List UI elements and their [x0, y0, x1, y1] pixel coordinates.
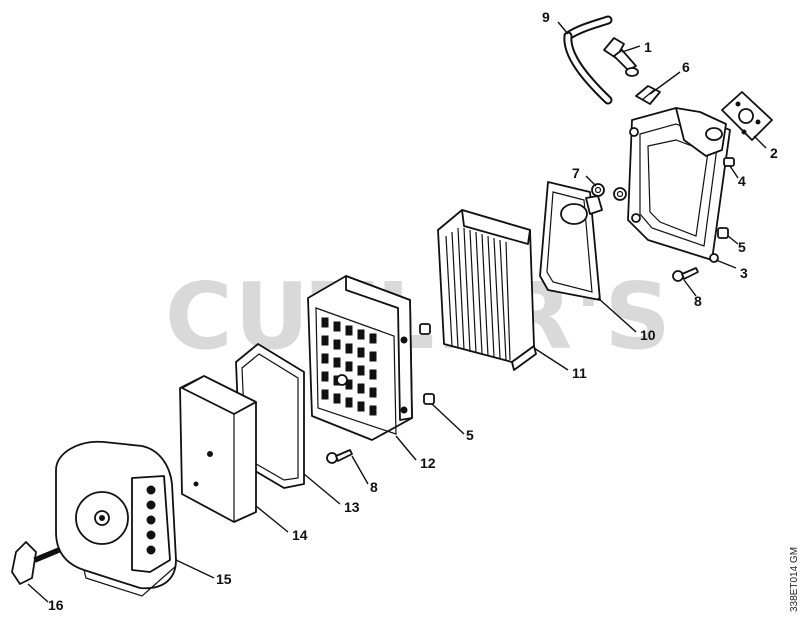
callout-11: 11	[572, 365, 587, 381]
part-10-gasket-plate	[539, 181, 603, 301]
callout-4: 4	[738, 173, 746, 189]
part-2-gasket	[721, 91, 773, 141]
part-5-plugs-mid	[419, 323, 435, 405]
callouts: 1 2 3 4 5 5 6 7 8 8 9 10 11 12 13 14 15 …	[48, 9, 778, 613]
part-8-screw-lower	[326, 449, 353, 464]
part-16-knob	[11, 541, 61, 585]
callout-6: 6	[682, 59, 690, 75]
part-8-screw-upper	[672, 267, 699, 282]
leader-lines	[27, 21, 767, 603]
callout-15: 15	[216, 571, 232, 587]
callout-5-upper: 5	[738, 239, 746, 255]
part-4-plug	[723, 157, 735, 167]
callout-8-upper: 8	[694, 293, 702, 309]
part-7-nuts	[591, 183, 627, 201]
part-5-plug-upper	[717, 227, 729, 239]
callout-5-lower: 5	[466, 427, 474, 443]
part-12-filter-holder	[307, 275, 413, 441]
drawing-code: 338ET014 GM	[789, 547, 800, 612]
part-14-prefilter	[179, 375, 257, 523]
callout-16: 16	[48, 597, 64, 613]
callout-14: 14	[292, 527, 308, 543]
callout-9: 9	[542, 9, 550, 25]
part-3-housing-base	[627, 107, 731, 263]
callout-13: 13	[344, 499, 360, 515]
part-1-fitting	[603, 37, 639, 77]
callout-8-lower: 8	[370, 479, 378, 495]
part-11-filter-element	[437, 209, 537, 371]
callout-3: 3	[740, 265, 748, 281]
callout-2: 2	[770, 145, 778, 161]
callout-1: 1	[644, 39, 652, 55]
part-15-filter-cover	[55, 440, 177, 597]
callout-7: 7	[572, 165, 580, 181]
callout-12: 12	[420, 455, 436, 471]
part-9-hose	[563, 15, 613, 105]
callout-10: 10	[640, 327, 656, 343]
